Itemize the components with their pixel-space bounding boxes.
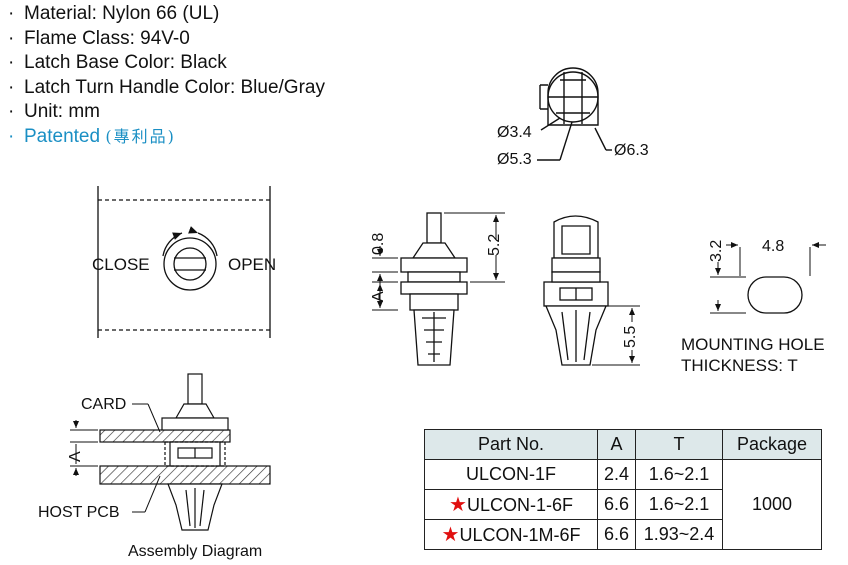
label-host-pcb: HOST PCB <box>38 504 120 521</box>
header-part-no: Part No. <box>424 429 598 460</box>
assembly-caption: Assembly Diagram <box>128 543 262 560</box>
dim-hole-h: 3.2 <box>708 240 725 262</box>
header-package: Package <box>722 429 823 460</box>
table-header-row: Part No. A T Package <box>424 429 823 460</box>
dim-52: 5.2 <box>486 234 503 256</box>
hole-note-1: MOUNTING HOLE <box>681 335 825 354</box>
cell-a: 6.6 <box>596 489 637 520</box>
star-icon: ★ <box>441 524 460 546</box>
parts-table: Part No. A T Package ULCON-1F 2.4 1.6~2.… <box>424 429 823 550</box>
dim-55: 5.5 <box>622 326 639 348</box>
spec-material: ·Material: Nylon 66 (UL) <box>8 3 220 24</box>
spec-base-color: ·Latch Base Color: Black <box>8 52 227 73</box>
dim-d34: Ø3.4 <box>497 124 532 141</box>
cell-part: ULCON-1F <box>424 459 598 490</box>
label-open: OPEN <box>228 255 276 274</box>
label-card: CARD <box>81 396 126 413</box>
table-row: ULCON-1F 2.4 1.6~2.1 1000 <box>424 459 823 550</box>
dim-08: 0.8 <box>370 233 387 255</box>
spec-patented: ·Patented (專利品) <box>8 125 176 147</box>
header-a: A <box>596 429 637 460</box>
dim-a-assembly: A <box>67 451 84 462</box>
label-close: CLOSE <box>92 255 150 274</box>
spec-list: ·Material: Nylon 66 (UL) ·Flame Class: 9… <box>8 2 325 149</box>
panel-view <box>97 186 271 338</box>
cell-t: 1.6~2.1 <box>635 489 724 520</box>
cell-part: ★ULCON-1-6F <box>424 489 598 520</box>
side-view <box>543 215 609 366</box>
dim-hole-w: 4.8 <box>762 238 784 255</box>
spec-unit: ·Unit: mm <box>8 101 100 122</box>
cell-part: ★ULCON-1M-6F <box>424 519 598 550</box>
assembly-diagram <box>99 373 271 531</box>
cell-package: 1000 <box>722 459 823 550</box>
dim-d53: Ø5.3 <box>497 151 532 168</box>
spec-handle-color: ·Latch Turn Handle Color: Blue/Gray <box>8 76 325 98</box>
table-row: ★ULCON-1M-6F 6.6 1.93~2.4 <box>424 519 822 550</box>
front-view <box>400 212 468 366</box>
hole-note-2: THICKNESS: T <box>681 356 798 375</box>
dim-d63: Ø6.3 <box>614 142 649 159</box>
star-icon: ★ <box>449 494 467 516</box>
cell-t: 1.93~2.4 <box>635 519 724 550</box>
table-row: ★ULCON-1-6F 6.6 1.6~2.1 <box>424 489 822 520</box>
header-t: T <box>635 429 724 460</box>
cell-a: 2.4 <box>596 459 637 490</box>
dim-a-front: A <box>370 291 387 302</box>
mounting-hole <box>710 242 826 314</box>
cell-t: 1.6~2.1 <box>635 459 724 490</box>
spec-flame: ·Flame Class: 94V-0 <box>8 27 190 49</box>
top-view <box>537 67 612 161</box>
cell-a: 6.6 <box>596 519 637 550</box>
